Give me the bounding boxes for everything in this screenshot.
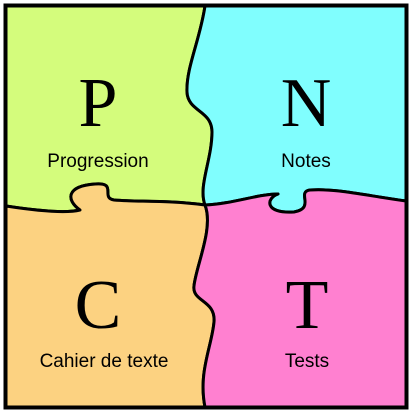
puzzle-frame [3, 3, 409, 410]
tile-cahier-label: Cahier de texte [40, 351, 169, 372]
tile-tests-letter: T [286, 267, 329, 344]
tile-tests-label: Tests [285, 351, 329, 372]
tile-progression-label: Progression [47, 151, 148, 172]
tile-notes-letter: N [281, 65, 332, 142]
tile-tests[interactable] [192, 188, 408, 409]
tile-cahier-letter: C [75, 267, 122, 344]
tile-notes-label: Notes [281, 151, 331, 172]
tile-progression-letter: P [79, 65, 118, 142]
